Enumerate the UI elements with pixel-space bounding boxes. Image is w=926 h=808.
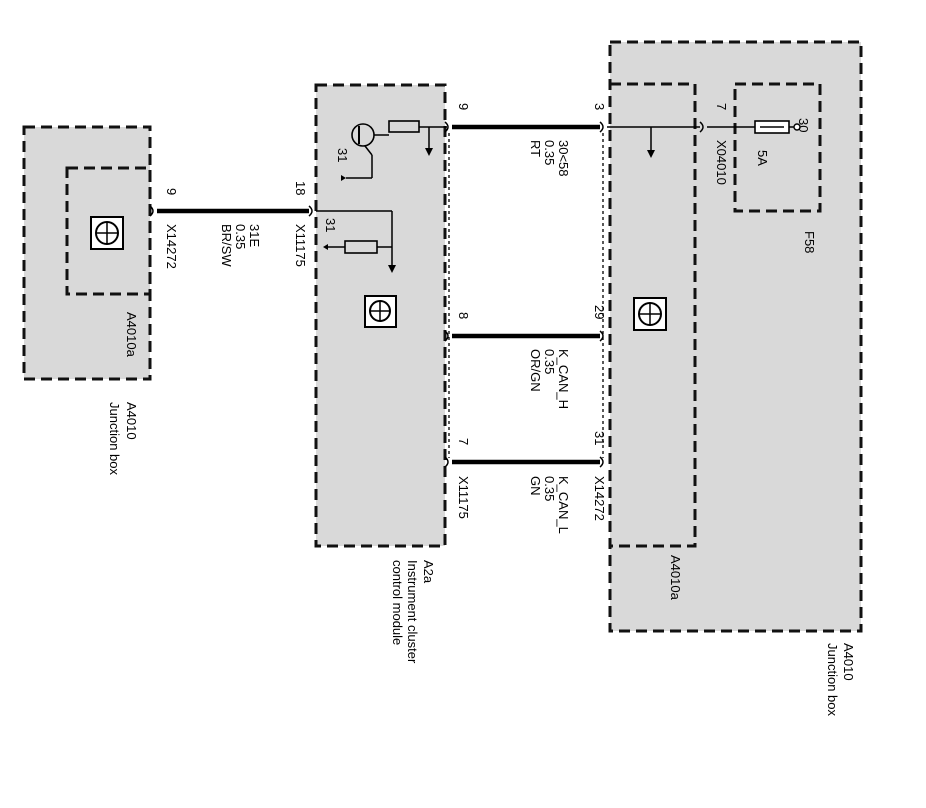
cluster-connector-bottom: X11175	[456, 476, 471, 519]
junction-box-right: 30 5A F58 A4010a A4010 Junction box	[608, 40, 863, 716]
cluster-name-line2: control module	[390, 560, 405, 645]
wire-w2-signal: 30<58	[556, 140, 571, 177]
jb-left-name: Junction box	[107, 402, 122, 475]
jb-right-pin-b: 29	[592, 305, 607, 319]
fuse-terminal: 30	[796, 118, 811, 132]
cluster-connector-left: X11175	[293, 224, 308, 267]
jb-left-id: A4010	[124, 402, 139, 440]
wire-w2-size: 0.35	[542, 140, 557, 165]
wire-w4-color: GN	[528, 476, 543, 496]
wire-w1-signal: 31E	[247, 224, 262, 247]
wire-w4-signal: K_CAN_L	[556, 476, 571, 534]
transistor-symbol: 31	[335, 123, 389, 181]
instrument-cluster-module: 31 31 A2a Instrument cluster control mod…	[314, 83, 447, 664]
wire-k-can-l: 7 31 X11175 X14272 K_CAN_L 0.35 GN	[444, 431, 607, 534]
wire-w3-signal: K_CAN_H	[556, 349, 571, 409]
jb-right-pin-a: 3	[592, 103, 607, 110]
wire-30-58: 9 3 7 X04010 30<58 0.35 RT	[444, 103, 755, 185]
wire-w3-color: OR/GN	[528, 349, 543, 392]
wire-w1-connector: X14272	[164, 224, 179, 269]
fuse-pin: 7	[714, 103, 729, 110]
jb-right-connector: X14272	[592, 476, 607, 521]
jb-right-id: A4010	[841, 643, 856, 681]
cluster-pin-c: 8	[456, 312, 471, 319]
fuse-id: F58	[802, 231, 817, 253]
jb-right-pin-c: 31	[592, 431, 607, 445]
cluster-pin-b: 9	[456, 103, 471, 110]
fuse-connector: X04010	[714, 140, 729, 185]
wire-k-can-h: 8 29 K_CAN_H 0.35 OR/GN	[444, 305, 607, 409]
module-icon	[90, 216, 124, 250]
jb-left-sub-id: A4010a	[124, 312, 139, 358]
module-icon	[633, 297, 667, 331]
wire-w1-size: 0.35	[233, 224, 248, 249]
wire-w1-left-pin: 9	[164, 188, 179, 195]
jb-right-sub-id: A4010a	[668, 555, 683, 601]
cluster-pin-d: 7	[456, 438, 471, 445]
wire-w3-size: 0.35	[542, 349, 557, 374]
fuse-rating: 5A	[755, 150, 770, 166]
wire-w2-color: RT	[528, 140, 543, 157]
ground-label-2: 31	[323, 218, 338, 232]
module-icon	[364, 295, 397, 328]
cluster-pin-a: 18	[293, 181, 308, 195]
cluster-id: A2a	[421, 560, 436, 584]
wire-31e: 9 X14272 31E 0.35 BR/SW 18 X11175	[149, 181, 313, 269]
junction-box-left: A4010a A4010 Junction box	[22, 125, 152, 475]
wire-w1-color: BR/SW	[219, 224, 234, 267]
ground-label: 31	[335, 148, 350, 162]
wire-w4-size: 0.35	[542, 476, 557, 501]
cluster-name-line1: Instrument cluster	[405, 560, 420, 664]
jb-right-name: Junction box	[825, 643, 840, 716]
